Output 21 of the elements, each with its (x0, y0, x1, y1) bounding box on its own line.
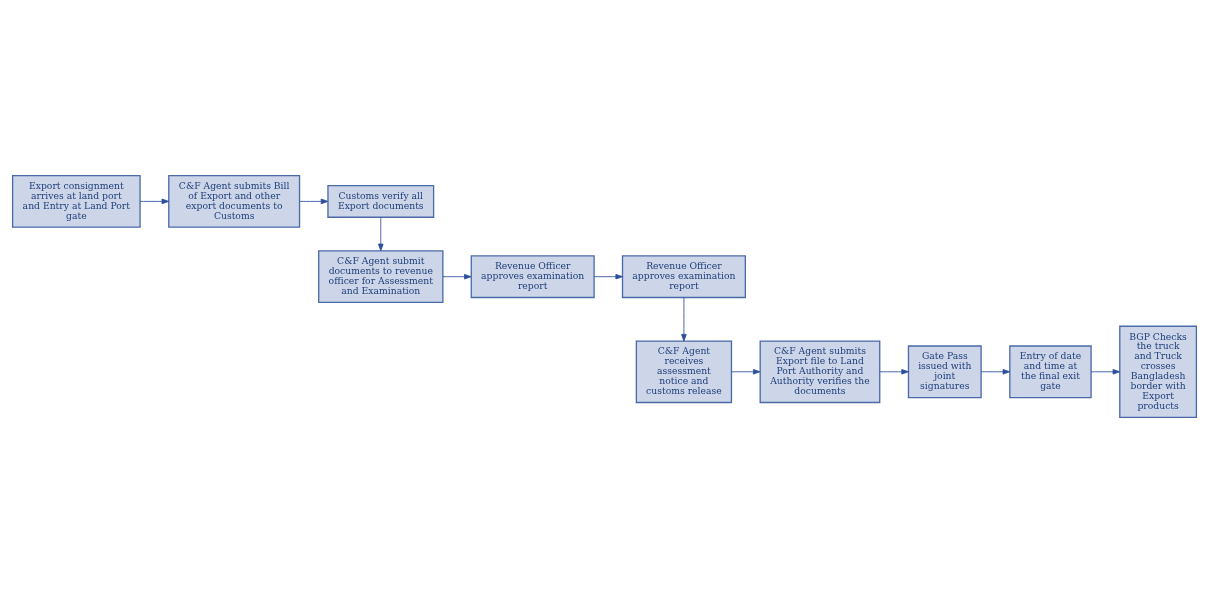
arrow (980, 369, 1011, 375)
node-box: C&F Agent submits Export file to Land Port Authority and Authority verifies the documents (759, 340, 881, 404)
arrow (139, 198, 170, 205)
arrow (299, 198, 329, 205)
arrow (593, 273, 623, 280)
arrow (879, 369, 909, 375)
node-box: BGP Checks the truck and Truck crosses Bangladesh border with Export products (1119, 325, 1198, 419)
arrow (731, 369, 761, 375)
arrow (1090, 369, 1121, 375)
node-box: Customs verify all Export documents (327, 184, 435, 218)
node-box: C&F Agent submits Bill of Export and other export documents to Customs (168, 175, 301, 228)
node-box: Gate Pass issued with joint signatures (907, 345, 982, 399)
node-box: Entry of date and time at the final exit gate (1009, 345, 1092, 399)
node-box: C&F Agent receives assessment notice and customs release (635, 340, 733, 404)
arrow (378, 216, 384, 252)
node-box: Revenue Officer approves examination report (470, 255, 595, 299)
node-box: C&F Agent submit documents to revenue officer for Assessment and Examination (318, 250, 444, 304)
arrow (681, 297, 687, 342)
node-box: Revenue Officer approves examination report (621, 255, 746, 299)
arrow (442, 273, 472, 280)
node-box: Export consignment arrives at land port and Entry at Land Port gate (11, 175, 141, 228)
